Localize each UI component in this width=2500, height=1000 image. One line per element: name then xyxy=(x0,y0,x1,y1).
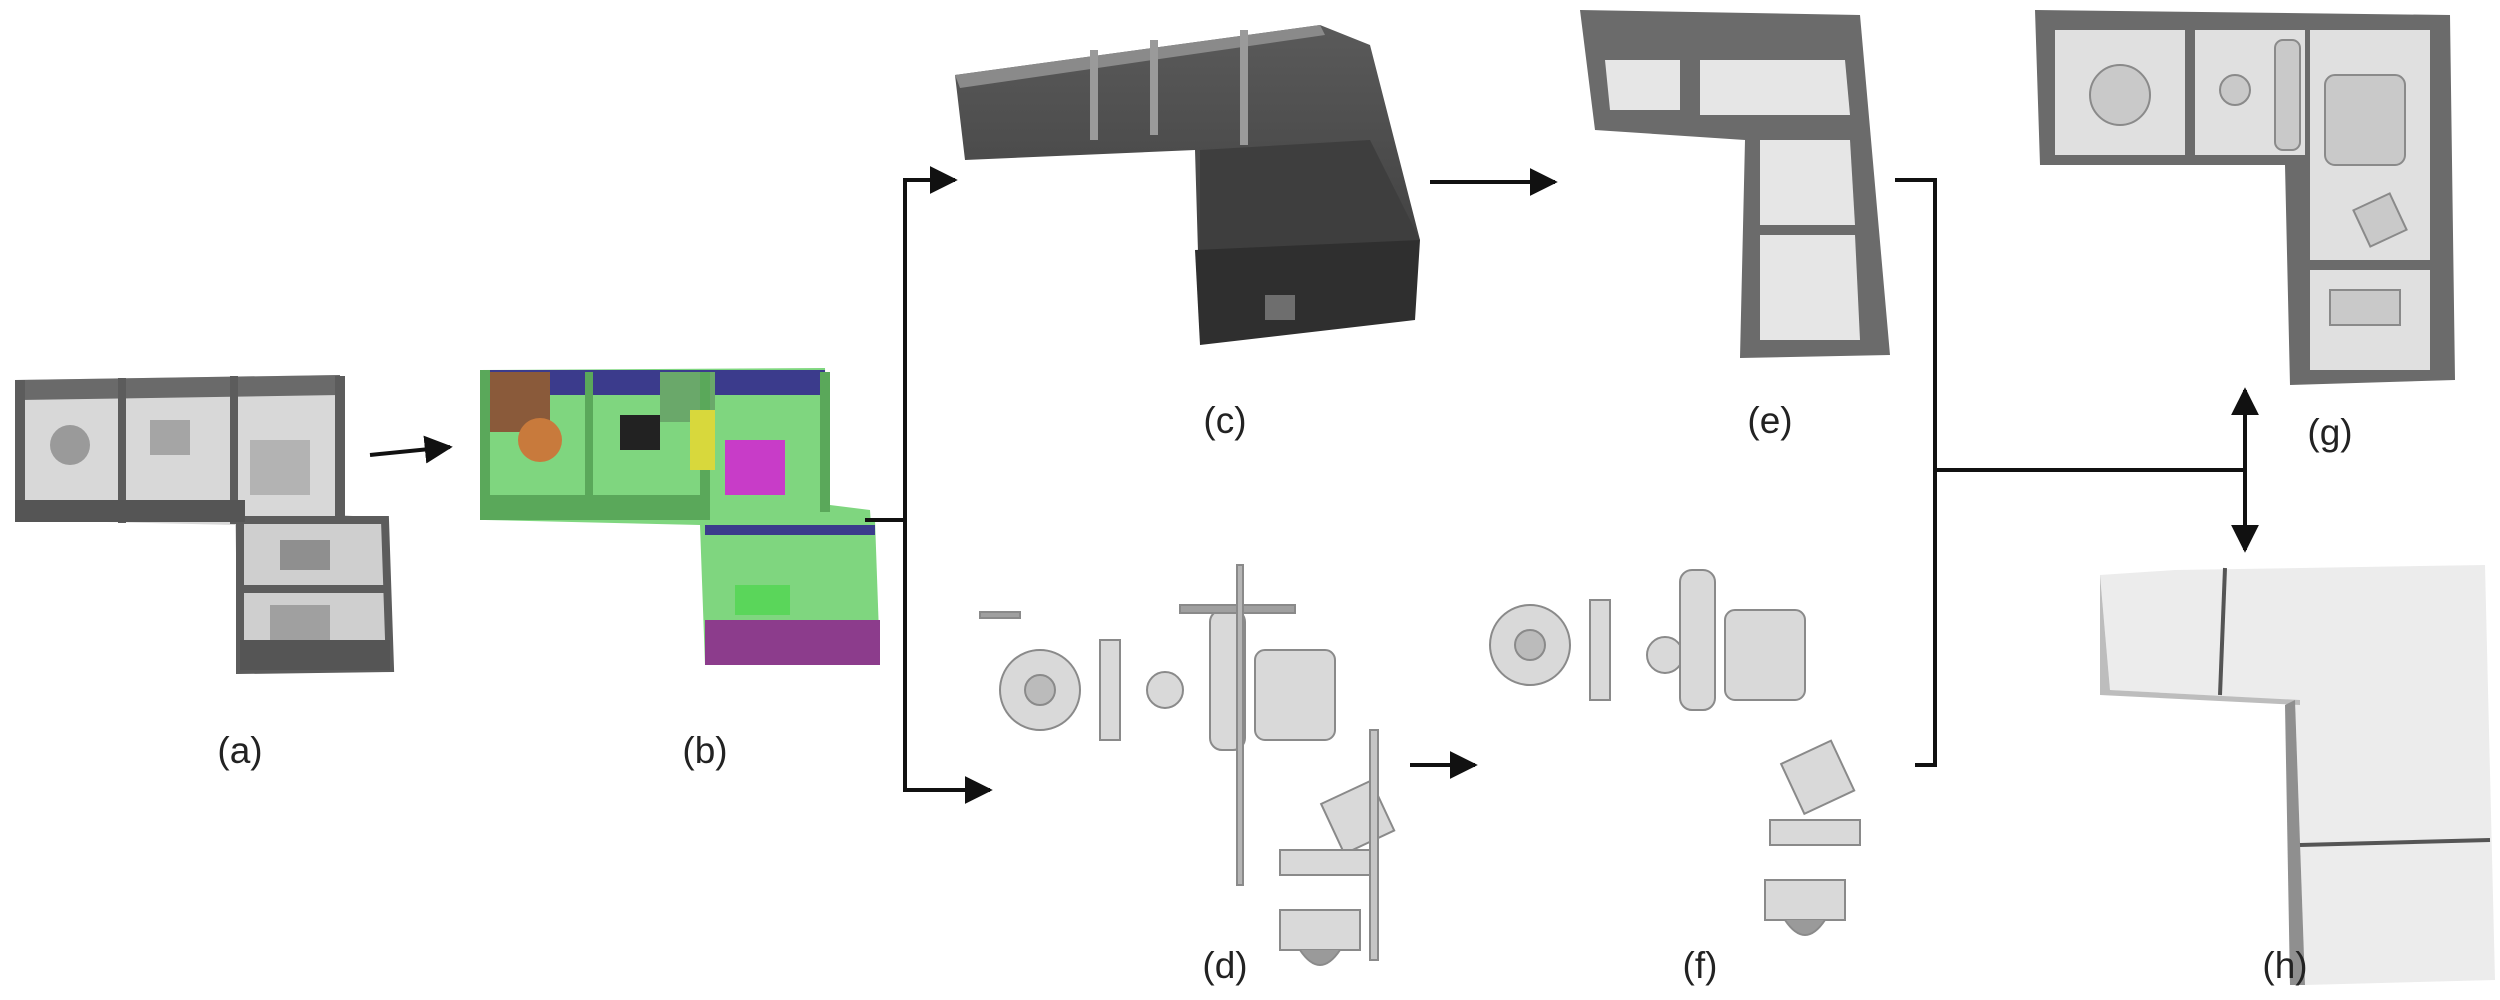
connector-f xyxy=(1915,470,1937,767)
panel-c-walls xyxy=(955,25,1420,345)
panel-g-combined-view xyxy=(2035,10,2455,385)
panel-label-a: (a) xyxy=(217,730,263,771)
panel-label-e: (e) xyxy=(1747,400,1793,441)
panel-label-b: (b) xyxy=(682,730,728,771)
panel-b-segmented-scene xyxy=(480,368,880,665)
arrow-a-to-b xyxy=(369,435,453,464)
panel-d-objects xyxy=(979,564,1396,966)
arrow-b-branch-lower xyxy=(903,520,993,804)
connector-e xyxy=(1895,178,1937,470)
panel-f-objects xyxy=(1489,569,1861,936)
panel-e-layout xyxy=(1580,10,1890,358)
panel-label-g: (g) xyxy=(2307,412,2353,453)
panel-label-c: (c) xyxy=(1203,400,1247,441)
panel-label-h: (h) xyxy=(2262,945,2308,986)
panel-a-scene-mesh xyxy=(15,375,395,675)
arrow-b-branch xyxy=(865,166,958,522)
panel-label-f: (f) xyxy=(1682,945,1718,986)
arrows xyxy=(369,166,2259,804)
panel-h-3d-layout xyxy=(2100,565,2495,985)
panel-label-d: (d) xyxy=(1202,945,1248,986)
